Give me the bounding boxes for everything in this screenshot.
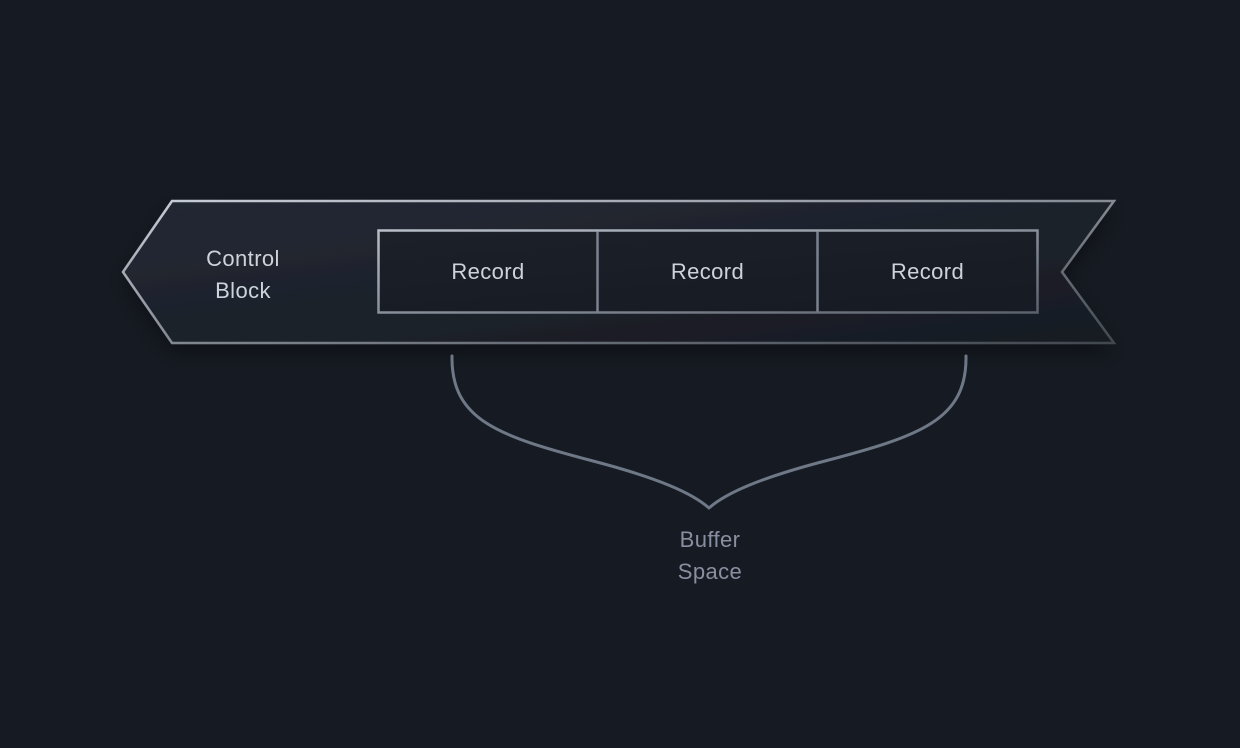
record-label-3: Record xyxy=(891,259,964,284)
buffer-space-label-line1: Buffer xyxy=(680,527,741,552)
control-block-label-line1: Control xyxy=(206,246,280,271)
record-label-2: Record xyxy=(671,259,744,284)
buffer-space-brace xyxy=(450,354,968,510)
records-container xyxy=(377,229,1039,314)
buffer-space-label-line2: Space xyxy=(678,559,742,584)
record-label-1: Record xyxy=(451,259,524,284)
control-block-label-line2: Block xyxy=(215,278,271,303)
